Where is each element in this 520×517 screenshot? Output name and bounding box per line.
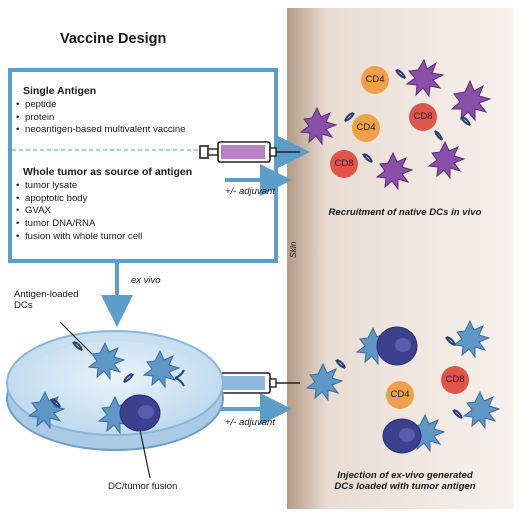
antigen-loaded-callout: [59, 321, 93, 355]
cd8-label: CD8: [445, 374, 465, 385]
whole-tumor-list: tumor lysate apoptotic body GVAX tumor D…: [16, 180, 142, 244]
skin-label: Skin: [288, 241, 298, 258]
adjuvant-label-top: +/- adjuvant: [225, 186, 275, 197]
antigen-box-text: Single Antigen peptide protein neoantige…: [10, 70, 276, 261]
single-antigen-heading: Single Antigen: [23, 85, 97, 97]
cd8-cell-icon: [330, 150, 358, 178]
list-item: GVAX: [16, 205, 142, 218]
adjuvant-label-bottom: +/- adjuvant: [225, 417, 275, 428]
list-item: neoantigen-based multivalent vaccine: [16, 124, 186, 137]
syringe-top-icon: [199, 141, 300, 163]
cd8-label: CD8: [334, 158, 354, 169]
page-title: Vaccine Design: [60, 31, 167, 47]
fusion-callout: [139, 429, 151, 479]
native-dc-icon: [450, 79, 492, 122]
cd4-label: CD4: [356, 122, 376, 133]
receptor-group-bottom: [50, 336, 463, 419]
cd4-label: CD4: [365, 74, 385, 85]
cd8-cell-icon: [409, 103, 437, 131]
injection-caption: Injection of ex-vivo generated DCs loade…: [334, 470, 476, 493]
native-dc-group: [299, 58, 492, 191]
loaded-dc-icon: [142, 349, 181, 389]
single-antigen-list: peptide protein neoantigen-based multiva…: [16, 99, 186, 137]
cd8-cell-icon: [441, 366, 469, 394]
native-dc-icon: [405, 58, 445, 98]
dc-tumor-fusion-label: DC/tumor fusion: [108, 481, 178, 492]
cd8-label: CD8: [413, 111, 433, 122]
native-dc-icon: [427, 140, 466, 180]
loaded-dc-icon: [87, 341, 126, 381]
list-item: protein: [16, 112, 186, 125]
list-item: tumor DNA/RNA: [16, 218, 142, 231]
recruitment-caption: Recruitment of native DCs in vivo: [328, 207, 482, 218]
receptor-group-top: [344, 69, 471, 163]
ex-vivo-label: ex vivo: [131, 275, 161, 286]
native-dc-icon: [299, 106, 338, 146]
list-item: apoptotic body: [16, 193, 142, 206]
cd4-cell-icon: [386, 381, 414, 409]
whole-tumor-heading: Whole tumor as source of antigen: [23, 166, 193, 178]
loaded-dc-icon: [462, 390, 501, 430]
cd4-cell-icon: [361, 66, 389, 94]
list-item: fusion with whole tumor cell: [16, 231, 142, 244]
cd4-label: CD4: [390, 389, 410, 400]
loaded-dc-icon: [305, 362, 344, 402]
list-item: peptide: [16, 99, 186, 112]
antigen-loaded-dcs-label: Antigen-loaded DCs: [14, 289, 79, 312]
list-item: tumor lysate: [16, 180, 142, 193]
cd4-cell-icon: [352, 114, 380, 142]
native-dc-icon: [375, 151, 414, 191]
loaded-dc-icon: [452, 319, 491, 359]
